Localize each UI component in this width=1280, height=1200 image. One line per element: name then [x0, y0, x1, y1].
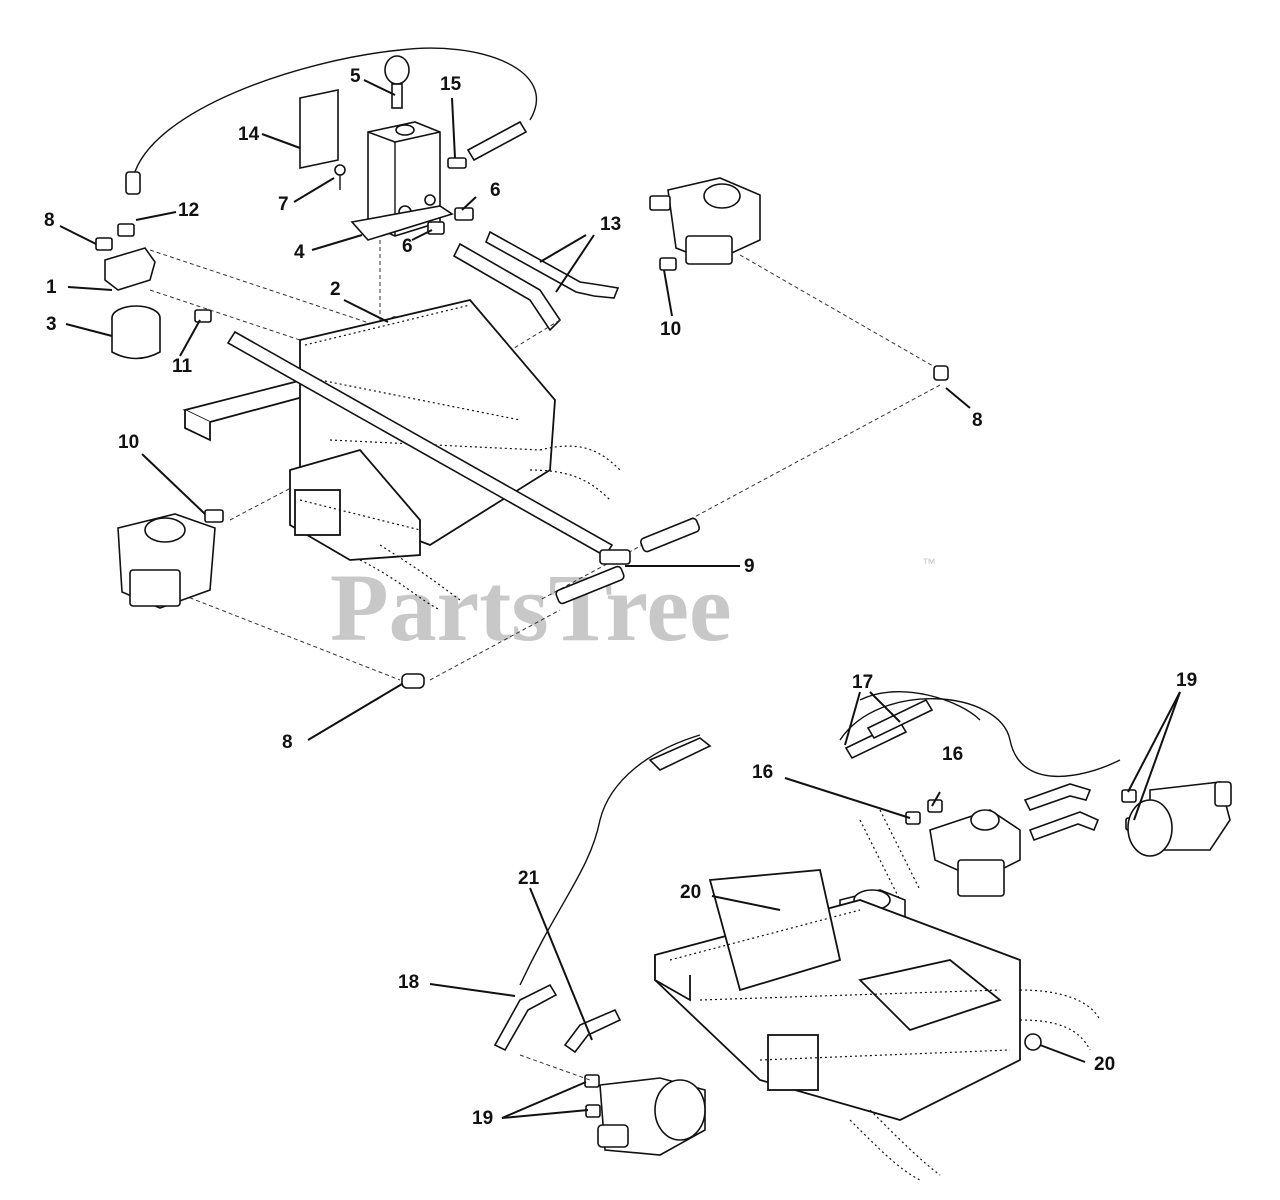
plug-20-lower [1024, 1033, 1042, 1051]
guide-line [149, 289, 301, 341]
callout-2: 2 [330, 279, 341, 300]
hose-17b [866, 698, 934, 740]
callout-3: 3 [46, 314, 57, 335]
callout-15: 15 [440, 74, 462, 95]
callout-18: 18 [398, 972, 419, 993]
lower-pump [929, 809, 1021, 897]
lower-hose-loop [839, 698, 1121, 778]
hose-13b [452, 242, 562, 332]
callout-19b: 19 [472, 1108, 493, 1129]
callout-19a: 19 [1176, 670, 1197, 691]
tube-9-fitting-b [555, 565, 625, 605]
callout-12: 12 [178, 200, 199, 221]
hose-19a-right [1023, 783, 1092, 811]
guide-line [149, 249, 421, 341]
filter-head [104, 247, 156, 291]
callout-16a: 16 [942, 744, 963, 765]
elbow-8-right [933, 365, 949, 381]
fitting-19-left-b [585, 1104, 601, 1118]
callout-4: 4 [294, 242, 305, 263]
fitting-6a [454, 207, 474, 221]
callout-8a: 8 [44, 210, 55, 231]
guide-line [519, 1054, 591, 1081]
hydro-pump-right [649, 177, 761, 265]
hydro-pump-left [117, 513, 216, 609]
fitting-6b [427, 221, 445, 235]
decal [299, 89, 339, 169]
overhead-hose-loop [132, 47, 538, 179]
reservoir-cap [384, 55, 410, 109]
fitting-15 [447, 157, 467, 169]
callout-11: 11 [172, 356, 193, 377]
callout-16b: 16 [752, 762, 773, 783]
hose-upper-left [648, 737, 712, 771]
callout-20b: 20 [1094, 1054, 1115, 1075]
fitting-11 [194, 309, 212, 323]
guide-line [539, 384, 941, 601]
tube-9-fitting-a [639, 517, 701, 553]
tee-fitting [599, 549, 631, 565]
guide-line [169, 589, 401, 681]
guide-line [429, 609, 561, 681]
fitting-16-left [905, 811, 921, 825]
fitting-19-left-a [584, 1074, 600, 1088]
elbow-8-lower [401, 673, 425, 689]
callout-1: 1 [46, 277, 57, 298]
hose-13a [484, 230, 620, 299]
callout-10b: 10 [118, 432, 139, 453]
callout-14: 14 [238, 124, 260, 145]
guide-line [739, 254, 941, 371]
callout-6a: 6 [490, 180, 501, 201]
watermark: PartsTree [330, 554, 732, 661]
wheel-motor-left [597, 1077, 706, 1156]
hose-end-fitting [125, 171, 141, 195]
lower-frame [654, 809, 1101, 1181]
callout-21: 21 [518, 868, 540, 889]
callout-9: 9 [744, 556, 755, 577]
callout-13: 13 [600, 214, 621, 235]
callout-7: 7 [278, 194, 289, 215]
wheel-motor-right [1127, 781, 1232, 857]
leader-lines [59, 79, 1181, 1119]
watermark-trademark: ™ [922, 555, 936, 571]
fitting-12 [117, 223, 135, 237]
callout-10a: 10 [660, 319, 681, 340]
reservoir-bracket [350, 205, 454, 241]
left-hose-loop [519, 734, 701, 986]
hose-19b-right [1028, 811, 1100, 842]
hose-15 [466, 120, 528, 162]
callout-20a: 20 [680, 882, 701, 903]
hose-18 [493, 983, 558, 1052]
fitting-8-upper [95, 237, 113, 251]
bolt-7 [334, 164, 346, 190]
callout-17: 17 [852, 672, 873, 693]
callout-8c: 8 [282, 732, 293, 753]
hose-21 [563, 1008, 622, 1054]
fitting-10-lower [204, 509, 224, 523]
callout-6b: 6 [402, 236, 413, 257]
fitting-10-upper [659, 257, 677, 271]
callout-8b: 8 [972, 410, 983, 431]
callout-5: 5 [350, 66, 361, 87]
oil-filter [111, 305, 161, 360]
